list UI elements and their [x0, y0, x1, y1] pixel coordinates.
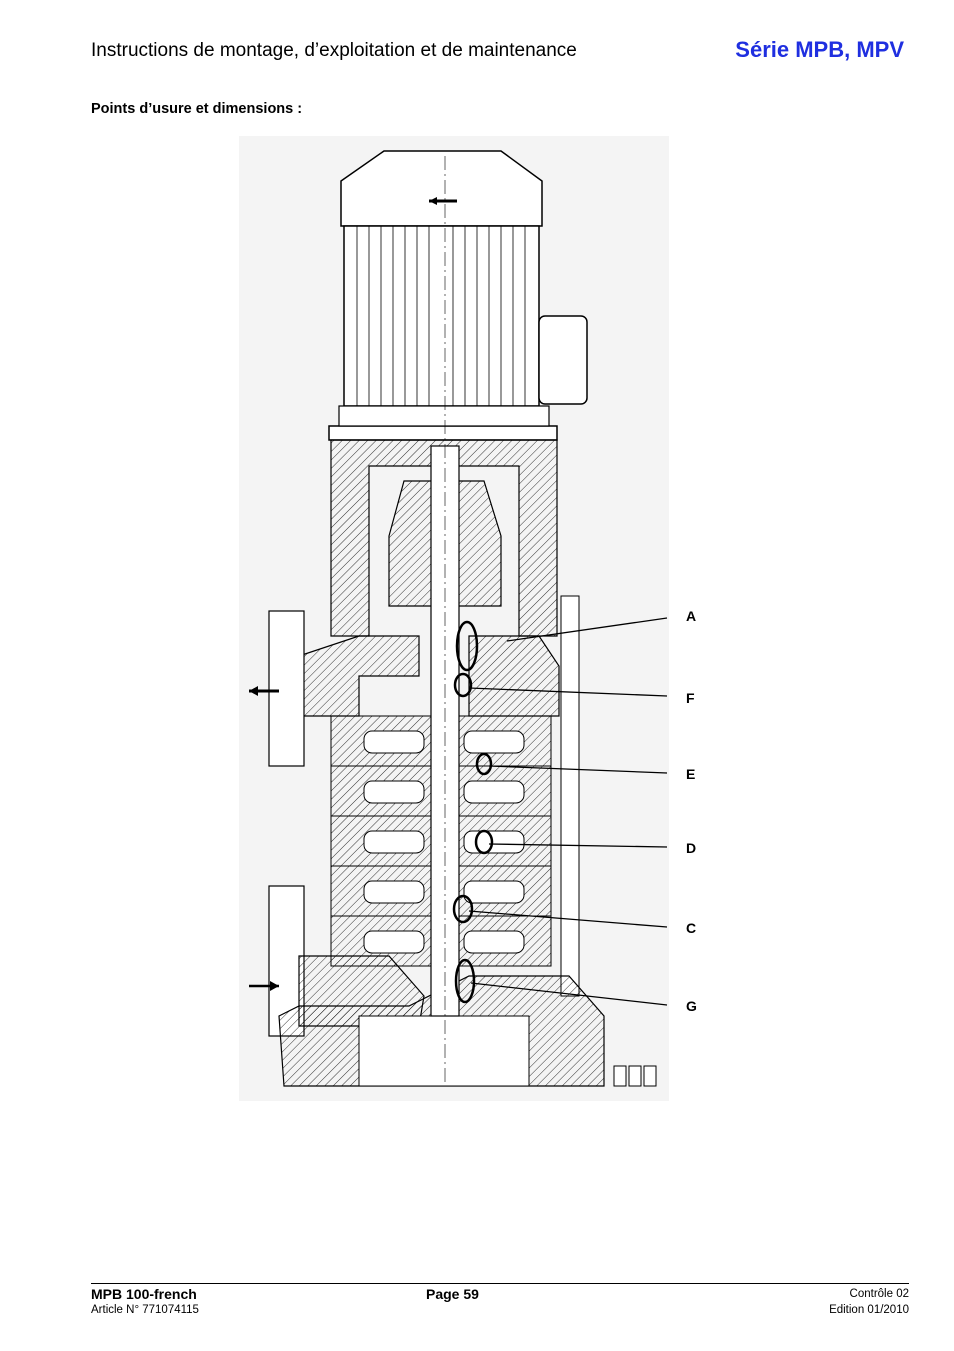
- wear-point-label-a: A: [686, 608, 697, 624]
- section-title: Points d’usure et dimensions :: [91, 101, 303, 117]
- wear-point-label-c: C: [686, 920, 697, 936]
- page-header-title: Instructions de montage, d’exploitation …: [91, 40, 577, 61]
- wear-point-label-e: E: [686, 766, 696, 782]
- wear-point-label-g: G: [686, 998, 697, 1014]
- wear-point-label-d: D: [686, 840, 697, 856]
- footer-divider: [91, 1283, 909, 1284]
- footer-article-number: Article N° 771074115: [91, 1304, 199, 1316]
- footer-doc-name: MPB 100-french: [91, 1286, 197, 1302]
- footer-edition: Edition 01/2010: [829, 1304, 909, 1316]
- series-title: Série MPB, MPV: [735, 37, 904, 62]
- wear-point-label-f: F: [686, 690, 695, 706]
- callout-leaders: [468, 617, 668, 1006]
- pump-cross-section-drawing: [239, 136, 669, 1101]
- footer-control: Contrôle 02: [849, 1288, 909, 1300]
- footer-page-number: Page 59: [426, 1286, 479, 1302]
